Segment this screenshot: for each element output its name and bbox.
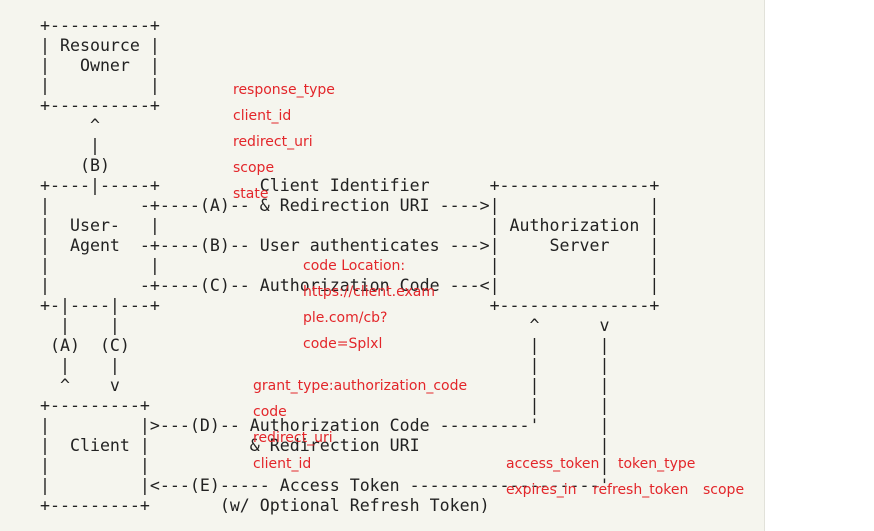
- param-state: state: [233, 186, 269, 202]
- code-location-url-part2: ple.com/cb?: [303, 310, 388, 326]
- oauth-flow-ascii-diagram: +----------+ | Resource | | Owner | | | …: [40, 16, 660, 515]
- param-grant-type: grant_type:authorization_code: [253, 378, 468, 394]
- diagram-panel: +----------+ | Resource | | Owner | | | …: [0, 0, 765, 531]
- param-client-id-2: client_id: [253, 456, 312, 472]
- code-location-url-part1: https://client.exam: [303, 284, 435, 300]
- param-client-id: client_id: [233, 108, 292, 124]
- code-location-url-part3: code=Splxl: [303, 336, 383, 352]
- code-location-label: code Location:: [303, 258, 406, 274]
- param-code: code: [253, 404, 287, 420]
- param-redirect-uri-2: redirect_uri: [253, 430, 333, 446]
- param-response-type: response_type: [233, 82, 335, 98]
- param-redirect-uri: redirect_uri: [233, 134, 313, 150]
- resp-token-type: token_type: [618, 456, 696, 472]
- param-scope: scope: [233, 160, 275, 176]
- resp-scope: scope: [703, 482, 745, 498]
- resp-refresh-token: refresh_token: [593, 482, 689, 498]
- resp-access-token: access_token: [506, 456, 600, 472]
- resp-expires-in: expires_in: [506, 482, 577, 498]
